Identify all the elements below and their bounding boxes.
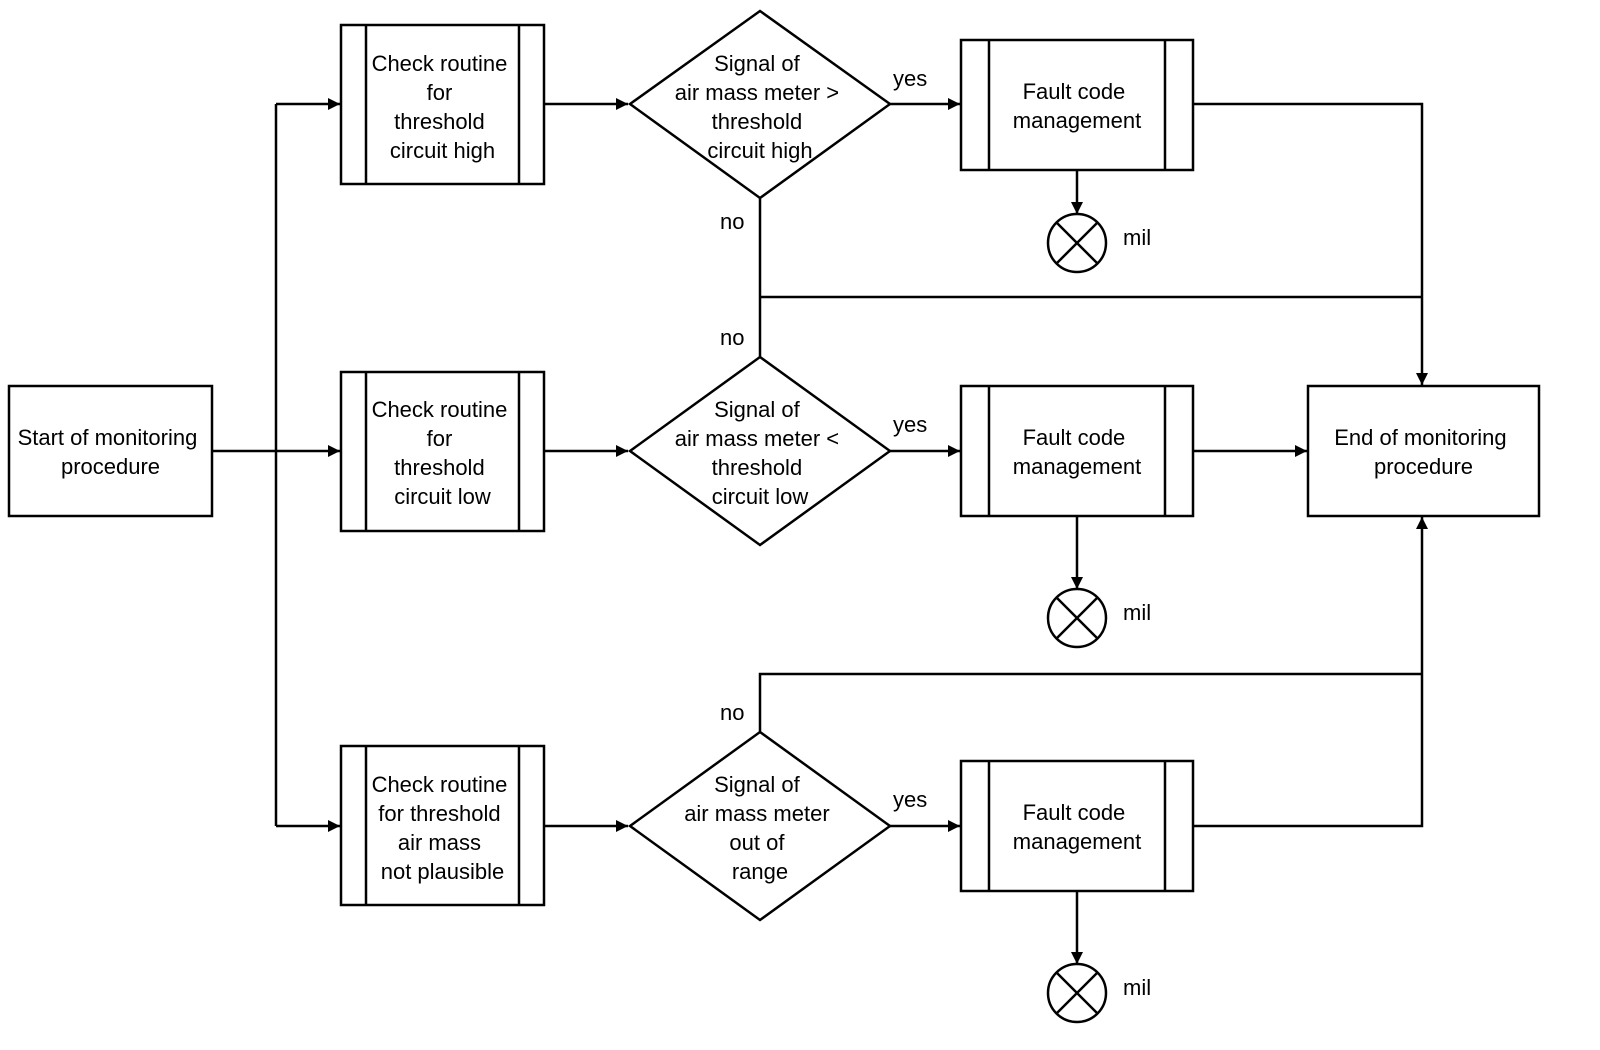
node-check-low-line-4: circuit low <box>394 484 491 509</box>
node-check-high-line-3: threshold <box>394 109 485 134</box>
mil-label-3: mil <box>1123 975 1151 1000</box>
node-start: Start of monitoring procedure <box>7 384 214 518</box>
node-check-plausible-line-2: for threshold <box>378 801 500 826</box>
node-check-low-line-2: for <box>427 426 453 451</box>
node-check-plausible-line-4: not plausible <box>381 859 505 884</box>
edge-fault-3-to-end <box>1193 674 1424 828</box>
node-decision-low-line-2: air mass meter < <box>675 426 839 451</box>
edge-label-no-2: no <box>720 325 744 350</box>
node-decision-range-label: Signal of air mass meter out of range <box>684 772 836 884</box>
edge-labels: yes yes yes no no no <box>720 66 927 812</box>
node-fault-code-2-line-1: Fault code <box>1023 425 1126 450</box>
node-decision-high-label: Signal of air mass meter > threshold cir… <box>675 51 846 163</box>
node-decision-high: Signal of air mass meter > threshold cir… <box>627 9 893 200</box>
node-decision-range: Signal of air mass meter out of range <box>627 730 893 922</box>
edge-no-range <box>758 672 1422 732</box>
node-decision-low-line-3: threshold <box>712 455 803 480</box>
node-decision-low-line-4: circuit low <box>712 484 809 509</box>
edge-label-yes-2: yes <box>893 412 927 437</box>
node-check-high: Check routine for threshold circuit high <box>339 23 546 186</box>
mil-lamp-3: mil <box>1046 962 1151 1024</box>
node-check-low-line-1: Check routine <box>372 397 508 422</box>
node-fault-code-1-line-1: Fault code <box>1023 79 1126 104</box>
node-check-low: Check routine for threshold circuit low <box>339 370 546 533</box>
edge-label-yes-1: yes <box>893 66 927 91</box>
node-decision-range-line-4: range <box>732 859 788 884</box>
mil-lamp-1: mil <box>1046 212 1151 274</box>
node-end-label: End of monitoring procedure <box>1334 425 1513 479</box>
node-check-high-line-1: Check routine <box>372 51 508 76</box>
edge-label-no-3: no <box>720 700 744 725</box>
node-decision-low: Signal of air mass meter < threshold cir… <box>627 355 893 547</box>
node-start-line-1: Start of monitoring <box>18 425 198 450</box>
edge-label-yes-3: yes <box>893 787 927 812</box>
mil-label-2: mil <box>1123 600 1151 625</box>
node-fault-code-3-label: Fault code management <box>1013 800 1141 854</box>
node-decision-high-line-2: air mass meter > <box>675 80 839 105</box>
node-check-plausible-label: Check routine for threshold air mass not… <box>372 772 514 884</box>
node-end: End of monitoring procedure <box>1306 384 1541 518</box>
node-check-high-label: Check routine for threshold circuit high <box>372 51 514 163</box>
node-fault-code-1-label: Fault code management <box>1013 79 1141 133</box>
node-end-line-1: End of monitoring <box>1334 425 1506 450</box>
node-decision-high-line-4: circuit high <box>707 138 812 163</box>
mil-lamp-2: mil <box>1046 587 1151 649</box>
node-check-plausible: Check routine for threshold air mass not… <box>339 744 546 907</box>
node-decision-range-line-1: Signal of <box>714 772 801 797</box>
node-fault-code-1-line-2: management <box>1013 108 1141 133</box>
edges <box>212 98 1428 964</box>
node-decision-high-line-1: Signal of <box>714 51 801 76</box>
node-check-low-label: Check routine for threshold circuit low <box>372 397 514 509</box>
node-decision-high-line-3: threshold <box>712 109 803 134</box>
node-end-line-2: procedure <box>1374 454 1473 479</box>
node-fault-code-3-line-1: Fault code <box>1023 800 1126 825</box>
node-check-plausible-line-1: Check routine <box>372 772 508 797</box>
node-fault-code-3-line-2: management <box>1013 829 1141 854</box>
node-check-high-line-2: for <box>427 80 453 105</box>
node-start-line-2: procedure <box>61 454 160 479</box>
node-start-label: Start of monitoring procedure <box>18 425 204 479</box>
node-check-plausible-line-3: air mass <box>398 830 481 855</box>
node-check-high-line-4: circuit high <box>390 138 495 163</box>
node-check-low-line-3: threshold <box>394 455 485 480</box>
node-fault-code-2-label: Fault code management <box>1013 425 1141 479</box>
edge-label-no-1: no <box>720 209 744 234</box>
node-decision-low-label: Signal of air mass meter < threshold cir… <box>675 397 846 509</box>
node-fault-code-1: Fault code management <box>959 38 1195 172</box>
edge-fault-1-to-end <box>1193 102 1428 385</box>
node-fault-code-2: Fault code management <box>959 384 1195 518</box>
mil-label-1: mil <box>1123 225 1151 250</box>
node-fault-code-3: Fault code management <box>959 759 1195 893</box>
node-decision-range-line-3: out of <box>729 830 785 855</box>
node-fault-code-2-line-2: management <box>1013 454 1141 479</box>
node-decision-low-line-1: Signal of <box>714 397 801 422</box>
node-decision-range-line-2: air mass meter <box>684 801 829 826</box>
